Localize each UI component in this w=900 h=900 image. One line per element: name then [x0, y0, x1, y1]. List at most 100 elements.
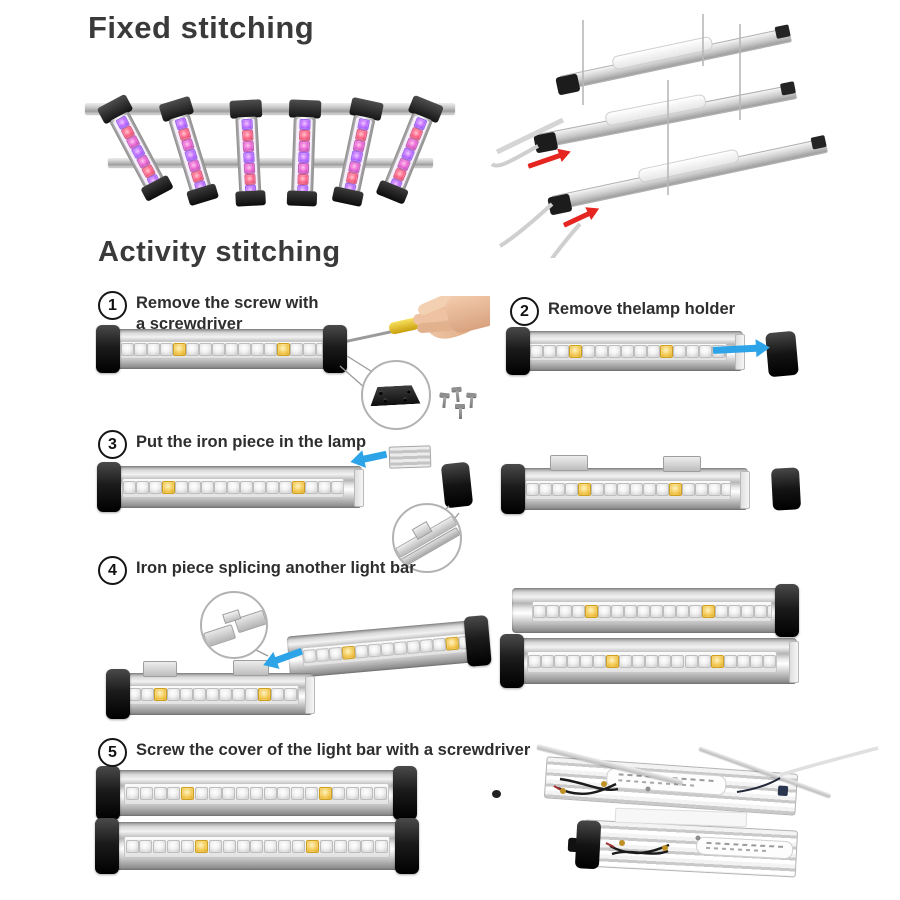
driver-label [695, 836, 794, 860]
led-chip [354, 645, 369, 660]
led-chip [359, 787, 373, 801]
led-chip [208, 787, 222, 801]
led-chip [141, 688, 154, 702]
led-chip [444, 637, 460, 652]
led-chip [198, 343, 212, 357]
end-cap-left [574, 820, 602, 870]
led-strip [171, 116, 209, 190]
led-chip [528, 655, 542, 669]
arrow-shaft [712, 344, 758, 354]
led-chip [569, 345, 583, 359]
led-strip [127, 685, 299, 705]
led-chip [347, 840, 361, 854]
led-chip [349, 149, 363, 164]
led-chip [167, 688, 180, 702]
led-chip [271, 688, 284, 702]
led-chip [332, 787, 346, 801]
fixed-rack-figure [50, 70, 470, 230]
led-chip [554, 655, 568, 669]
step-3-left-figure [95, 440, 490, 573]
led-chip [582, 345, 596, 359]
screw-icon [451, 387, 464, 404]
led-chip [139, 787, 153, 801]
led-chip [354, 128, 368, 142]
grow-bar-4 [286, 99, 322, 207]
led-chip [723, 655, 737, 669]
led-chip [180, 688, 193, 702]
end-cap-right [395, 817, 419, 875]
led-chip [136, 481, 150, 495]
fixed-stitching-title: Fixed stitching [88, 10, 315, 45]
led-chip [181, 787, 195, 801]
led-chip [162, 481, 176, 495]
led-chip [571, 604, 585, 618]
led-chip [714, 604, 728, 618]
blue-arrow-right [712, 338, 771, 360]
led-chip [298, 118, 311, 131]
led-chip [298, 129, 310, 142]
led-chip [749, 655, 763, 669]
step-3-header: 3 Put the iron piece in the lamp [98, 430, 366, 459]
led-chip [211, 343, 225, 357]
led-chip [608, 345, 622, 359]
step-3-number: 3 [98, 430, 127, 459]
led-chip [126, 787, 140, 801]
arrow-head [585, 202, 603, 220]
led-chip [304, 787, 318, 801]
led-strip [294, 118, 313, 192]
led-chip [120, 343, 134, 357]
led-chip [175, 481, 189, 495]
led-light-bar [97, 462, 364, 512]
led-chip [242, 140, 254, 153]
led-chip [556, 345, 570, 359]
step-5-label: Screw the cover of the light bar with a … [136, 741, 531, 759]
led-chip [219, 688, 232, 702]
led-chip [291, 787, 305, 801]
led-chip [243, 173, 256, 186]
step-5-right-figure [535, 740, 900, 900]
led-chip [297, 162, 309, 175]
rail-clip [229, 99, 263, 119]
led-chip [153, 840, 167, 854]
led-chip [675, 604, 689, 618]
led-chip [688, 604, 702, 618]
open-end [789, 641, 799, 683]
led-chip [243, 162, 255, 175]
end-cap-left [96, 765, 120, 821]
finished-bar-bottom [95, 817, 419, 875]
led-chip [530, 345, 544, 359]
led-chip [133, 343, 147, 357]
led-chip [681, 483, 695, 497]
led-chip [263, 343, 277, 357]
led-chip [279, 481, 293, 495]
step-4-header: 4 Iron piece splicing another light bar [98, 556, 416, 585]
led-chip [292, 481, 306, 495]
led-chip [636, 604, 650, 618]
connector-block [777, 785, 789, 797]
arrow-shaft [562, 211, 591, 228]
led-chip [206, 688, 219, 702]
hanging-rack-figure [490, 8, 900, 258]
led-chip [577, 483, 591, 497]
led-chip [710, 655, 724, 669]
grow-bar-3 [229, 99, 266, 207]
step-5-left-figure [90, 762, 430, 892]
led-chip [146, 343, 160, 357]
end-cap-left [95, 817, 119, 875]
led-chip [292, 840, 306, 854]
led-chip [629, 483, 643, 497]
step-1-number: 1 [98, 291, 127, 320]
led-chip [597, 604, 611, 618]
led-chip [727, 604, 741, 618]
arrow-shaft [362, 450, 388, 463]
led-chip [419, 639, 434, 654]
corner-bracket [547, 193, 573, 216]
led-chip [593, 655, 607, 669]
bar-body [558, 27, 792, 91]
mounting-rail-top [85, 103, 455, 114]
led-chip [315, 343, 323, 357]
step-4-number: 4 [98, 556, 127, 585]
lamp-holder-cap [440, 461, 474, 509]
screw-hole [403, 397, 407, 401]
led-chip [621, 345, 635, 359]
